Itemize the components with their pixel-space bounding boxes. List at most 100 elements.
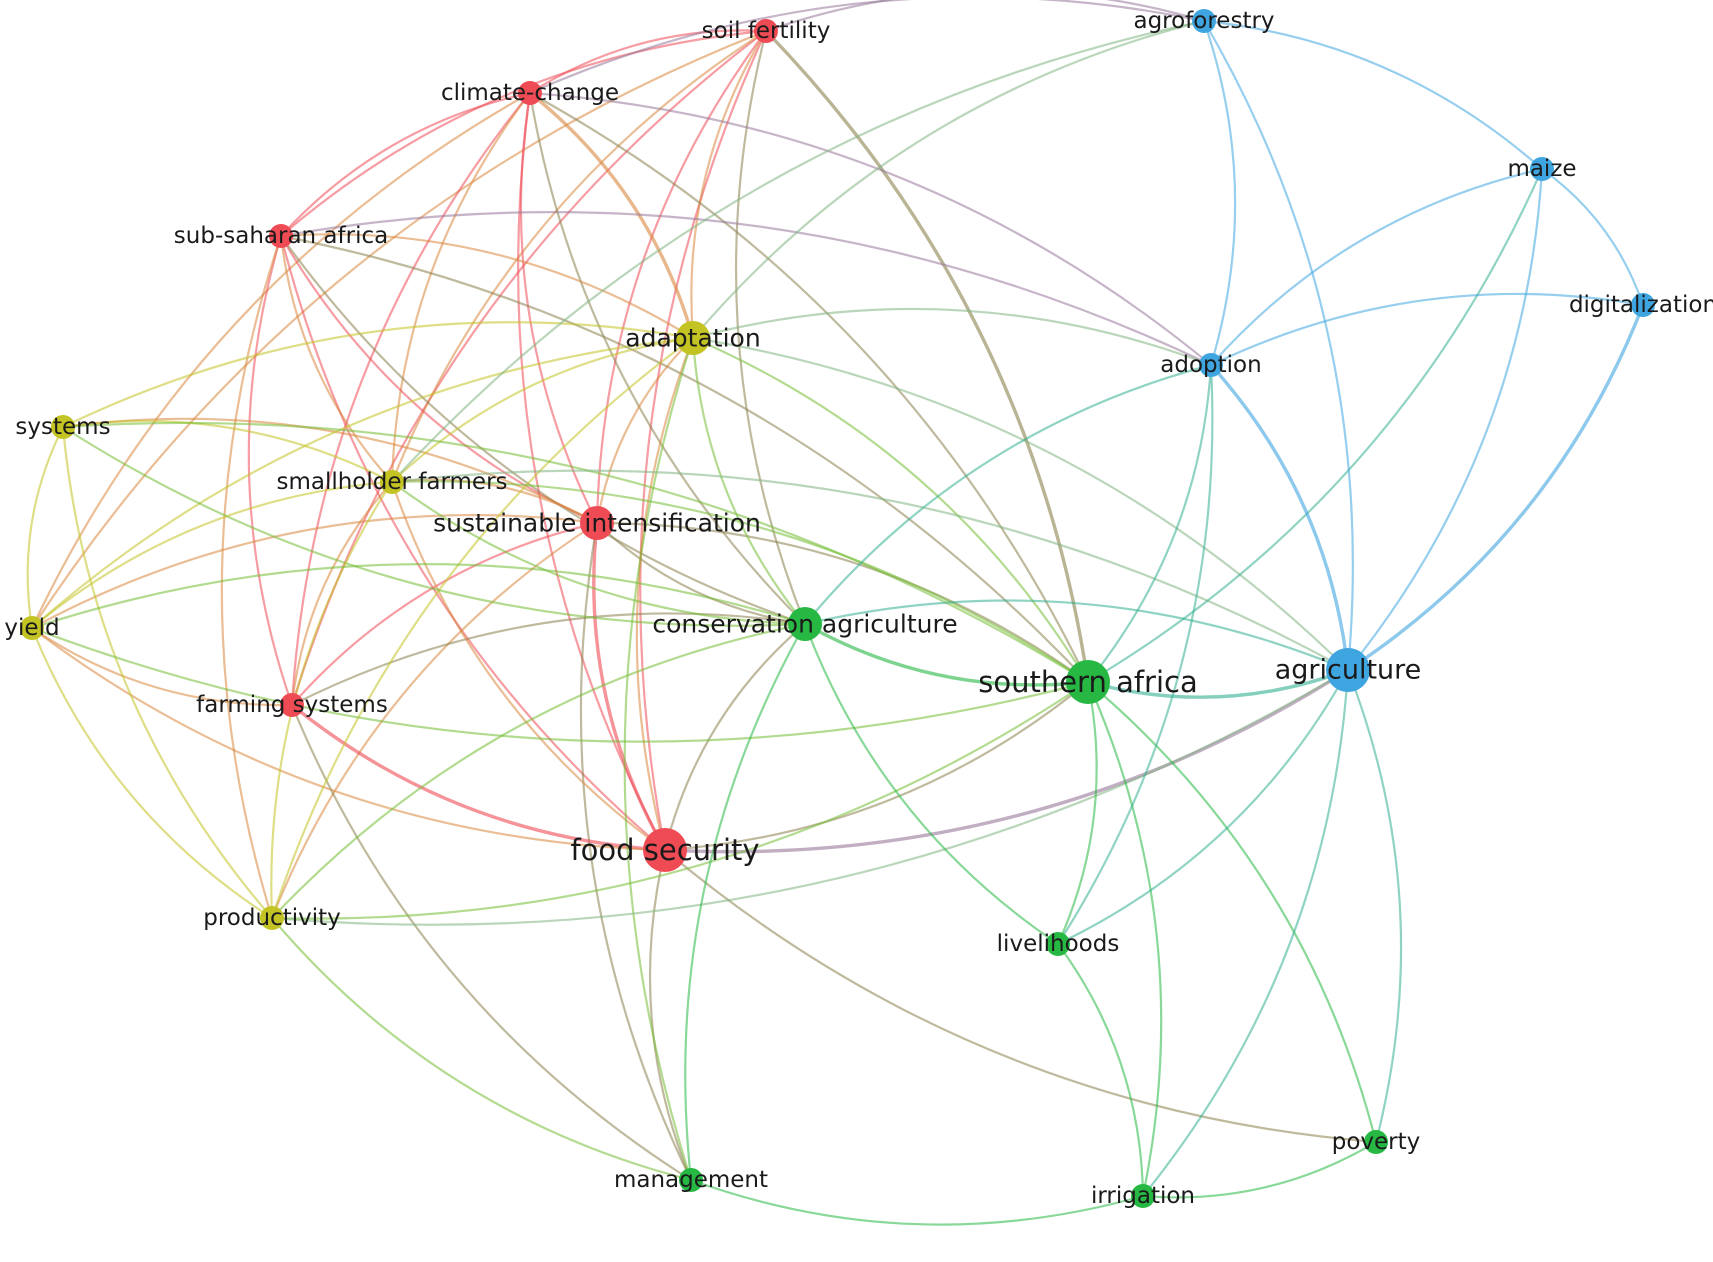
node-irrigation[interactable] bbox=[1131, 1184, 1155, 1208]
edge-food-security-southern-africa bbox=[663, 680, 1090, 852]
edge-soil-fertility-yield bbox=[30, 29, 768, 630]
node-southern-africa[interactable] bbox=[1066, 660, 1110, 704]
label-farming-systems: farming systems bbox=[196, 692, 388, 718]
edge-sustainable-intensification-yield bbox=[30, 513, 599, 630]
edge-climate-change-sub-saharan-africa bbox=[279, 91, 532, 238]
edge-sub-saharan-africa-adaptation bbox=[279, 233, 695, 340]
node-food-security[interactable] bbox=[643, 828, 687, 872]
edge-maize-digitalization bbox=[1540, 167, 1645, 307]
edge-farming-systems-smallholder-farmers bbox=[290, 480, 394, 707]
edge-climate-change-agroforestry bbox=[528, 0, 1206, 95]
edge-livelihoods-adoption bbox=[1056, 363, 1214, 946]
edge-soil-fertility-sub-saharan-africa bbox=[279, 29, 768, 238]
node-management[interactable] bbox=[679, 1168, 703, 1192]
edge-irrigation-poverty bbox=[1141, 1140, 1378, 1199]
edge-systems-conservation-agriculture bbox=[61, 425, 807, 627]
label-sub-saharan-africa: sub-saharan africa bbox=[174, 223, 388, 249]
label-southern-africa: southern africa bbox=[978, 665, 1198, 699]
edge-irrigation-agriculture bbox=[1141, 668, 1350, 1198]
edge-food-security-poverty bbox=[663, 848, 1378, 1144]
label-climate-change: climate-change bbox=[441, 80, 619, 106]
edge-food-security-smallholder-farmers bbox=[390, 480, 667, 852]
edge-productivity-conservation-agriculture bbox=[270, 622, 807, 920]
label-layer: soil fertilityclimate-changesub-saharan … bbox=[4, 8, 1713, 1209]
node-soil-fertility[interactable] bbox=[754, 19, 778, 43]
edge-conservation-agriculture-management bbox=[684, 622, 807, 1182]
label-poverty: poverty bbox=[1332, 1129, 1421, 1155]
edge-soil-fertility-sustainable-intensification bbox=[595, 29, 768, 525]
node-livelihoods[interactable] bbox=[1046, 932, 1070, 956]
node-sub-saharan-africa[interactable] bbox=[269, 224, 293, 248]
node-adoption[interactable] bbox=[1199, 353, 1223, 377]
edge-sub-saharan-africa-food-security bbox=[279, 234, 667, 852]
label-digitalization: digitalization bbox=[1569, 292, 1713, 318]
edge-food-security-agriculture bbox=[663, 668, 1350, 854]
edge-conservation-agriculture-adoption bbox=[803, 363, 1213, 626]
node-systems[interactable] bbox=[51, 415, 75, 439]
label-yield: yield bbox=[4, 615, 59, 641]
edge-sustainable-intensification-productivity bbox=[270, 521, 599, 920]
edge-yield-southern-africa bbox=[30, 626, 1090, 743]
edge-productivity-southern-africa bbox=[270, 680, 1090, 920]
edge-climate-change-conservation-agriculture bbox=[528, 91, 807, 626]
edge-layer bbox=[26, 0, 1645, 1226]
node-agriculture[interactable] bbox=[1326, 648, 1370, 692]
edge-soil-fertility-southern-africa bbox=[764, 29, 1090, 684]
edge-sustainable-intensification-management bbox=[579, 521, 693, 1182]
edge-sustainable-intensification-southern-africa bbox=[595, 521, 1090, 684]
label-livelihoods: livelihoods bbox=[997, 931, 1120, 957]
node-yield[interactable] bbox=[20, 616, 44, 640]
edge-southern-africa-livelihoods bbox=[1056, 680, 1098, 946]
edge-farming-systems-management bbox=[290, 703, 693, 1182]
node-adaptation[interactable] bbox=[676, 321, 710, 355]
label-adaptation: adaptation bbox=[625, 324, 760, 353]
edge-adaptation-southern-africa bbox=[691, 336, 1090, 684]
node-productivity[interactable] bbox=[260, 906, 284, 930]
edge-smallholder-farmers-productivity bbox=[270, 480, 394, 920]
edge-sustainable-intensification-food-security bbox=[592, 521, 667, 852]
edge-soil-fertility-agroforestry bbox=[764, 0, 1206, 33]
edge-southern-africa-agriculture bbox=[1086, 668, 1350, 699]
edge-adaptation-conservation-agriculture bbox=[691, 336, 807, 626]
edge-food-security-management bbox=[648, 848, 693, 1182]
edge-conservation-agriculture-livelihoods bbox=[803, 622, 1060, 946]
edge-climate-change-yield bbox=[30, 91, 532, 630]
edge-soil-fertility-climate-change bbox=[528, 29, 768, 95]
edge-agroforestry-adoption bbox=[1202, 19, 1237, 367]
edge-farming-systems-conservation-agriculture bbox=[290, 612, 807, 707]
edge-adaptation-management bbox=[623, 336, 695, 1182]
label-agroforestry: agroforestry bbox=[1133, 8, 1274, 34]
edge-sub-saharan-africa-productivity bbox=[220, 234, 283, 920]
edge-farming-systems-yield bbox=[30, 626, 294, 707]
edge-digitalization-adoption bbox=[1209, 292, 1645, 367]
edge-livelihoods-agriculture bbox=[1056, 668, 1350, 946]
node-digitalization[interactable] bbox=[1631, 293, 1655, 317]
edge-adaptation-adoption bbox=[691, 307, 1213, 367]
edge-sub-saharan-africa-southern-africa bbox=[279, 234, 1090, 684]
node-sustainable-intensification[interactable] bbox=[580, 506, 614, 540]
edge-productivity-management bbox=[270, 916, 693, 1182]
node-climate-change[interactable] bbox=[518, 81, 542, 105]
edge-adaptation-productivity bbox=[270, 336, 695, 920]
label-management: management bbox=[614, 1167, 768, 1193]
edge-climate-change-smallholder-farmers bbox=[390, 91, 532, 484]
node-poverty[interactable] bbox=[1364, 1130, 1388, 1154]
edge-southern-africa-adoption bbox=[1086, 363, 1213, 684]
edge-climate-change-adaptation bbox=[528, 91, 695, 340]
label-maize: maize bbox=[1507, 156, 1576, 182]
edge-food-security-adaptation bbox=[635, 336, 695, 852]
edge-food-security-conservation-agriculture bbox=[663, 622, 807, 852]
node-smallholder-farmers[interactable] bbox=[380, 470, 404, 494]
node-farming-systems[interactable] bbox=[280, 693, 304, 717]
edge-adaptation-smallholder-farmers bbox=[390, 336, 695, 484]
edge-climate-change-farming-systems bbox=[290, 91, 532, 707]
edge-southern-africa-maize bbox=[1086, 167, 1544, 684]
edge-conservation-agriculture-agriculture bbox=[803, 599, 1350, 672]
node-agroforestry[interactable] bbox=[1192, 9, 1216, 33]
node-conservation-agriculture[interactable] bbox=[788, 607, 822, 641]
node-maize[interactable] bbox=[1530, 157, 1554, 181]
node-layer bbox=[20, 9, 1655, 1208]
edge-livelihoods-irrigation bbox=[1056, 942, 1145, 1198]
edge-adaptation-systems bbox=[61, 321, 695, 429]
